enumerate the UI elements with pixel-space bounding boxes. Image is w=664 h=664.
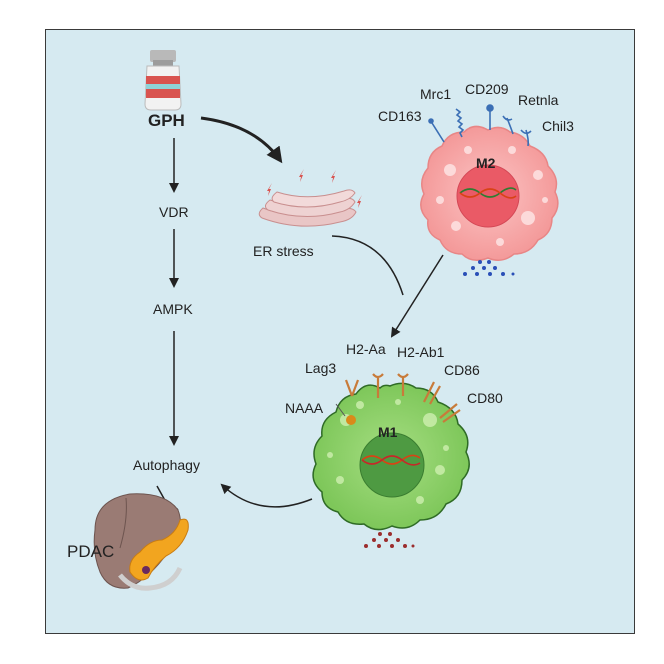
- drug-label: GPH: [148, 111, 185, 130]
- m2-marker-retnla: Retnla: [518, 92, 559, 108]
- stress-bolt-icons: [267, 169, 362, 208]
- m1-marker-cd80: CD80: [467, 390, 503, 406]
- endoplasmic-reticulum-icon: [258, 189, 357, 227]
- m1-marker-cd86: CD86: [444, 362, 480, 378]
- m1-to-autophagy-arrow: [220, 483, 313, 508]
- pdac-label: PDAC: [67, 542, 115, 561]
- m2-marker-mrc1: Mrc1: [420, 86, 452, 102]
- vdr-label: VDR: [159, 204, 189, 220]
- m2-macrophage: [420, 104, 559, 276]
- autophagy-label: Autophagy: [133, 457, 200, 473]
- er-to-m1-arrow: [331, 235, 404, 296]
- m1-marker-h2aa: H2-Aa: [346, 341, 386, 357]
- m1-marker-h2ab1: H2-Ab1: [397, 344, 445, 360]
- m2-to-m1-arrow: [390, 254, 444, 338]
- m1-marker-naaa: NAAA: [285, 400, 324, 416]
- m2-marker-cd163: CD163: [378, 108, 422, 124]
- er-stress-label: ER stress: [253, 243, 314, 259]
- m2-label: M2: [476, 155, 496, 171]
- m1-macrophage: [312, 373, 470, 548]
- m1-label: M1: [378, 424, 398, 440]
- liver-pancreas-icon: [93, 493, 189, 591]
- vial-icon: [144, 50, 182, 111]
- m2-marker-cd209: CD209: [465, 81, 509, 97]
- gph-to-er-arrow: [200, 116, 283, 164]
- ampk-label: AMPK: [153, 301, 193, 317]
- m2-marker-chil3: Chil3: [542, 118, 574, 134]
- m1-marker-lag3: Lag3: [305, 360, 337, 376]
